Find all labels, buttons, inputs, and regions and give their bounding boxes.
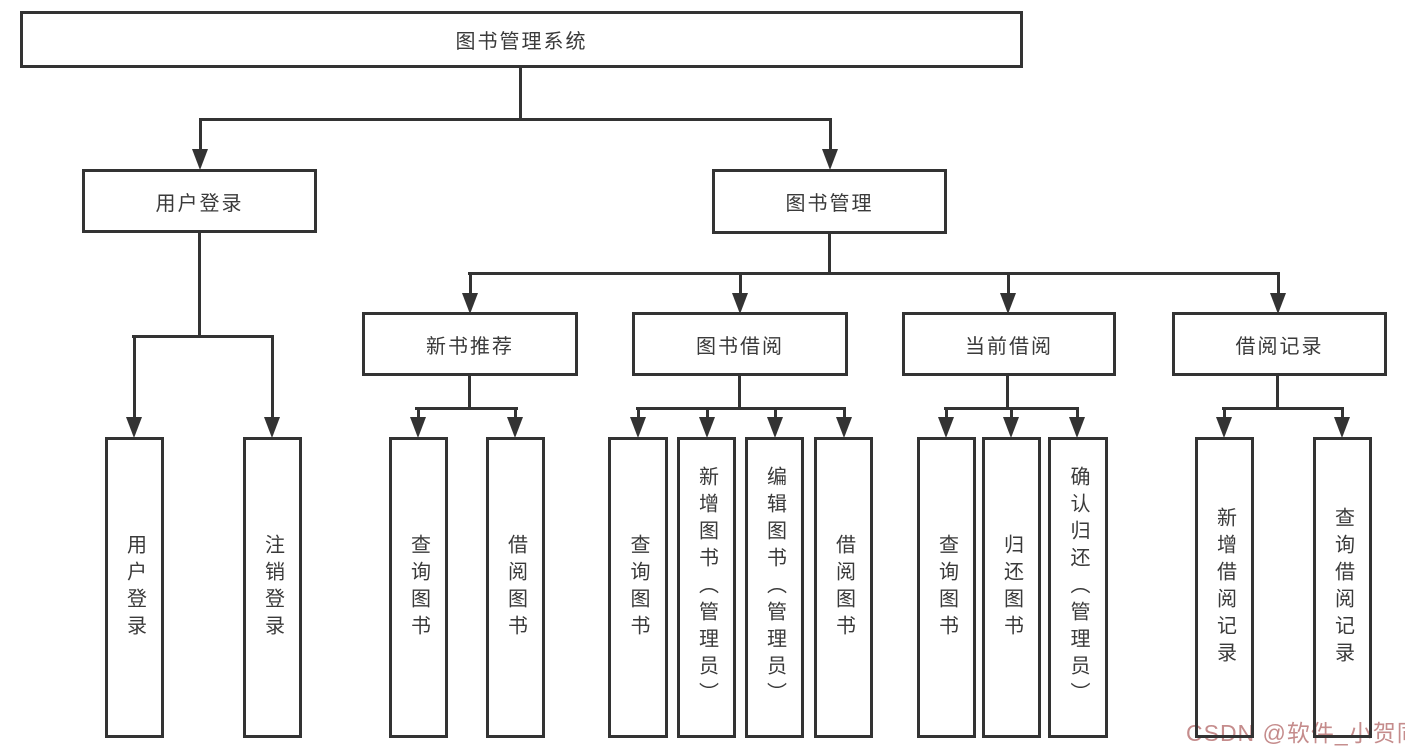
leaf-borrow-books-1-label: 借阅图书: [504, 533, 527, 642]
arrow-to-borrow-records: [1270, 272, 1287, 314]
arrow-to-book-management: [822, 118, 839, 170]
arrow-g1-c2: [507, 407, 524, 438]
arrow-to-login: [126, 335, 143, 438]
leaf-logout: 注销登录: [243, 437, 302, 738]
leaf-edit-book-admin: 编辑图书（管理员）: [745, 437, 804, 738]
leaf-query-books-3: 查询图书: [917, 437, 976, 738]
leaf-query-borrow-record-label: 查询借阅记录: [1331, 506, 1354, 669]
node-book-borrow: 图书借阅: [632, 312, 848, 376]
leaf-return-book-label: 归还图书: [1000, 533, 1023, 642]
connector-user-login-stem: [198, 233, 201, 337]
leaf-confirm-return-admin-label: 确认归还（管理员）: [1067, 466, 1089, 709]
leaf-query-borrow-record: 查询借阅记录: [1313, 437, 1372, 738]
leaf-borrow-books-1: 借阅图书: [486, 437, 545, 738]
arrow-g3-c3: [1069, 407, 1086, 438]
node-book-management: 图书管理: [712, 169, 947, 234]
connector-g2-stem: [738, 376, 741, 410]
connector-g1-stem: [468, 376, 471, 410]
leaf-user-login-label: 用户登录: [123, 533, 146, 642]
connector-book-management-split: [468, 272, 1280, 275]
arrow-to-new-book-recommend: [462, 272, 479, 314]
connector-g3-stem: [1006, 376, 1009, 410]
csdn-watermark: CSDN @软件_小贺同学: [1186, 720, 1405, 746]
node-current-borrow: 当前借阅: [902, 312, 1116, 376]
node-borrow-records: 借阅记录: [1172, 312, 1387, 376]
connector-user-login-split: [132, 335, 274, 338]
connector-g2-split: [636, 407, 846, 410]
connector-g1-split: [415, 407, 518, 410]
leaf-logout-label: 注销登录: [261, 533, 284, 642]
leaf-add-borrow-record-label: 新增借阅记录: [1213, 506, 1236, 669]
leaf-add-borrow-record: 新增借阅记录: [1195, 437, 1254, 738]
arrow-to-current-borrow: [1000, 272, 1017, 314]
arrow-to-book-borrow: [732, 272, 749, 314]
node-new-book-recommend: 新书推荐: [362, 312, 578, 376]
node-user-login: 用户登录: [82, 169, 317, 233]
arrow-g3-c1: [938, 407, 955, 438]
node-library-management-system: 图书管理系统: [20, 11, 1023, 68]
arrow-g4-c1: [1216, 407, 1233, 438]
connector-root-split: [199, 118, 832, 121]
leaf-return-book: 归还图书: [982, 437, 1041, 738]
arrow-g1-c1: [410, 407, 427, 438]
leaf-borrow-books-2: 借阅图书: [814, 437, 873, 738]
connector-book-management-stem: [828, 234, 831, 274]
leaf-borrow-books-2-label: 借阅图书: [832, 533, 855, 642]
leaf-add-book-admin: 新增图书（管理员）: [677, 437, 736, 738]
arrow-g2-c4: [836, 407, 853, 438]
arrow-to-logout: [264, 335, 281, 438]
leaf-edit-book-admin-label: 编辑图书（管理员）: [763, 466, 786, 709]
arrow-g2-c3: [767, 407, 784, 438]
leaf-user-login: 用户登录: [105, 437, 164, 738]
leaf-query-books-1-label: 查询图书: [407, 533, 430, 642]
leaf-confirm-return-admin: 确认归还（管理员）: [1048, 437, 1108, 738]
arrow-g3-c2: [1003, 407, 1020, 438]
leaf-add-book-admin-label: 新增图书（管理员）: [695, 466, 718, 709]
connector-g4-split: [1222, 407, 1344, 410]
connector-root-stem: [519, 68, 522, 119]
leaf-query-books-2: 查询图书: [608, 437, 668, 738]
arrow-g4-c2: [1334, 407, 1351, 438]
leaf-query-books-2-label: 查询图书: [627, 533, 649, 642]
arrow-g2-c2: [699, 407, 716, 438]
connector-g4-stem: [1276, 376, 1279, 410]
leaf-query-books-1: 查询图书: [389, 437, 448, 738]
arrow-to-user-login: [192, 118, 209, 170]
leaf-query-books-3-label: 查询图书: [935, 533, 958, 642]
arrow-g2-c1: [630, 407, 647, 438]
